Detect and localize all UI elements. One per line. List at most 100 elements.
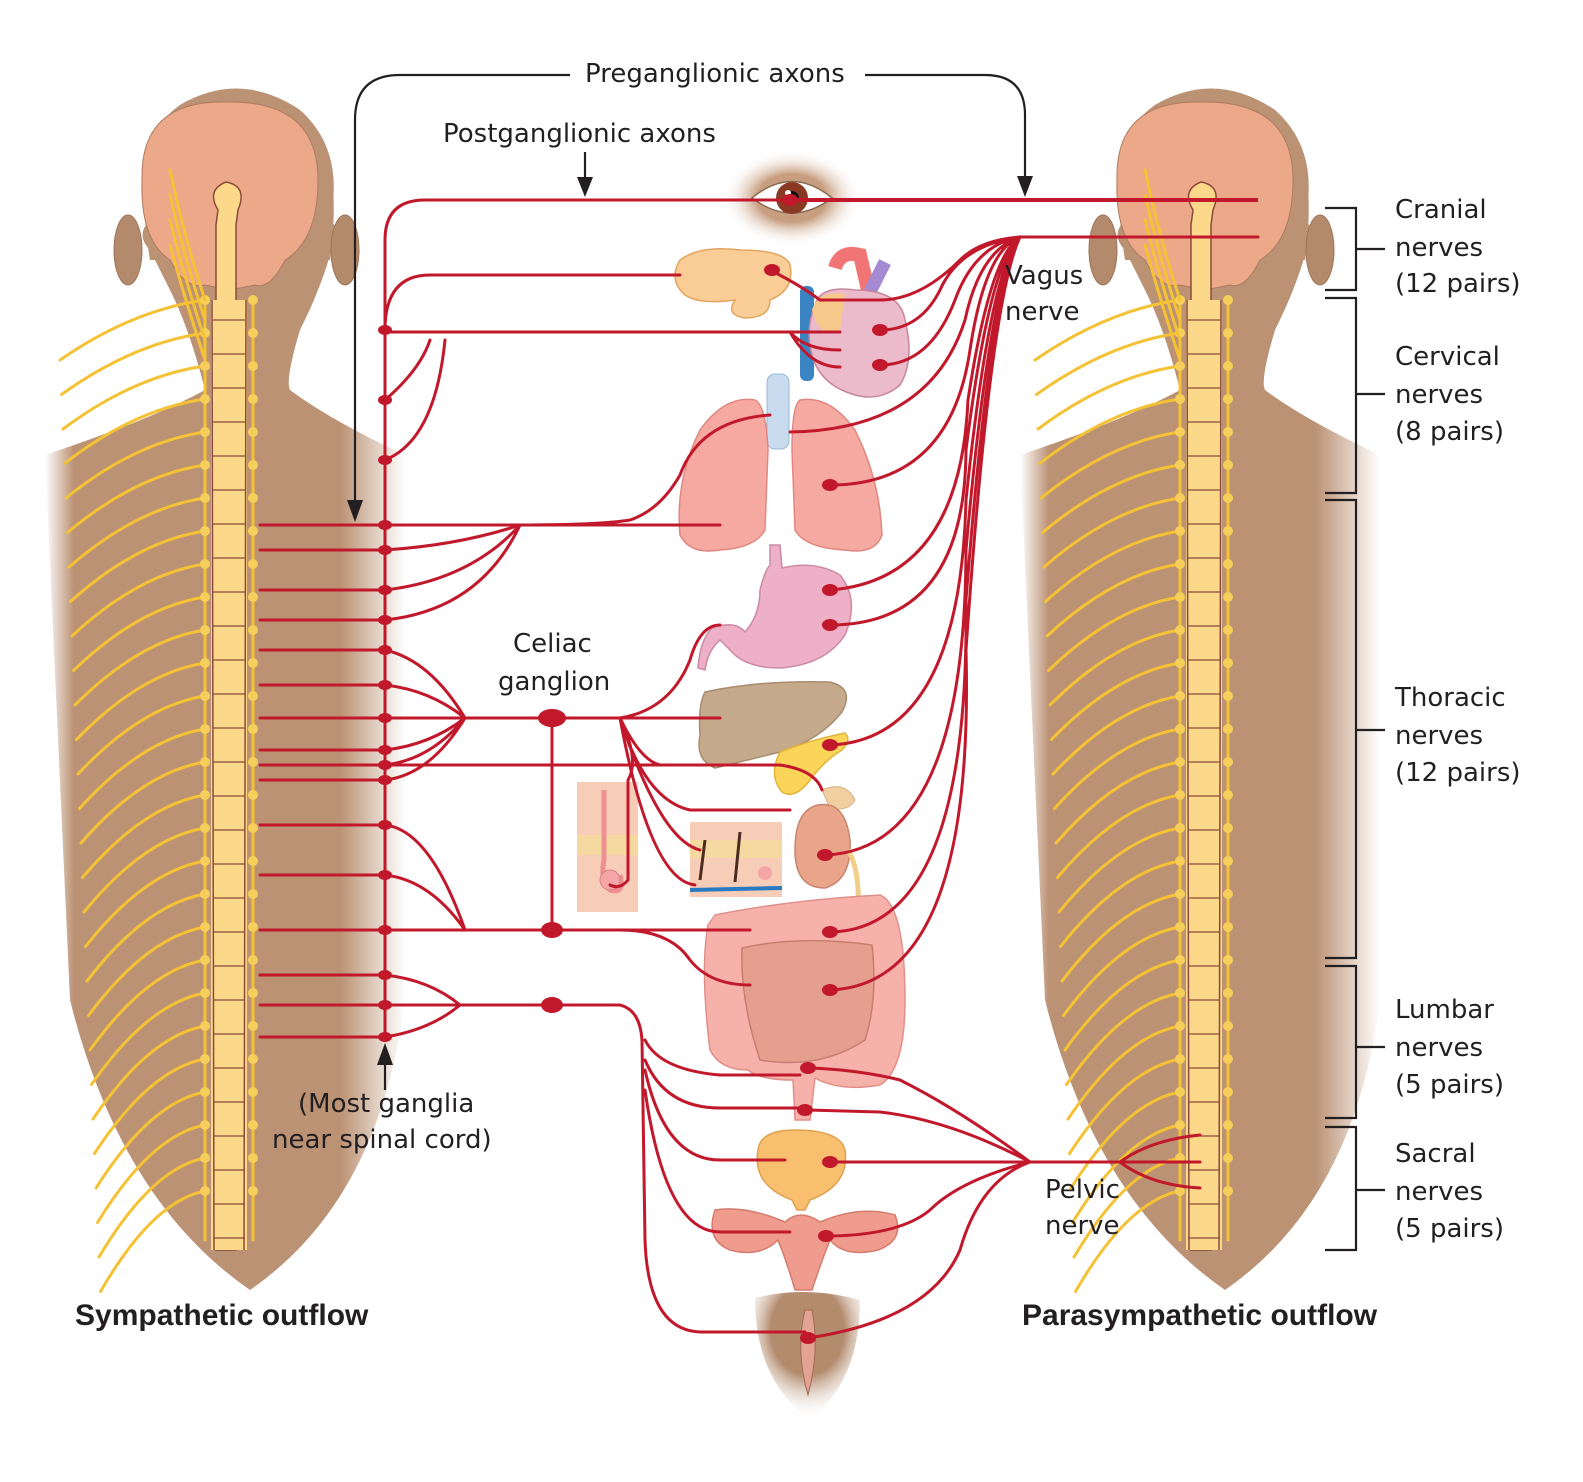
spinal-nerve xyxy=(79,760,207,845)
postganglionic-to-eye xyxy=(383,198,792,402)
dorsal-root-ganglion xyxy=(1175,493,1185,503)
region-pairs: (5 pairs) xyxy=(1395,1070,1504,1100)
terminal-ganglion xyxy=(872,359,888,371)
spinal-cord-outline xyxy=(211,299,247,1251)
dorsal-root-ganglion xyxy=(248,856,258,866)
region-name: Cranial xyxy=(1395,195,1487,225)
dorsal-root-ganglion xyxy=(200,559,210,569)
bracket-cervical xyxy=(1325,296,1385,495)
spinal-nerve xyxy=(99,1189,207,1293)
dorsal-root-ganglion xyxy=(248,526,258,536)
dorsal-root-ganglion xyxy=(1223,625,1233,635)
dorsal-root-ganglion xyxy=(1175,1120,1185,1130)
terminal-ganglion xyxy=(797,1104,813,1116)
chain-ganglion xyxy=(378,713,392,723)
dorsal-root-ganglion xyxy=(200,988,210,998)
spinal-nerve xyxy=(1035,331,1182,396)
dorsal-root-ganglion xyxy=(200,658,210,668)
spinal-nerve xyxy=(1066,1024,1182,1121)
spinal-nerve xyxy=(1044,529,1182,603)
skin-hair xyxy=(689,822,783,897)
dorsal-root-ganglion xyxy=(248,460,258,470)
dorsal-root-ganglion xyxy=(200,361,210,371)
postganglionic-to-heart xyxy=(383,330,842,369)
nerve-roots xyxy=(1178,298,1230,1242)
chain-ganglion xyxy=(378,925,392,935)
dorsal-root-ganglion xyxy=(1223,658,1233,668)
terminal-ganglion xyxy=(764,264,780,276)
dorsal-root-ganglion xyxy=(248,1153,258,1163)
dorsal-root-ganglion xyxy=(1175,1087,1185,1097)
occipital-nerve xyxy=(168,168,207,302)
dorsal-root-ganglion xyxy=(1223,1054,1233,1064)
right-ear xyxy=(330,214,360,286)
dorsal-root-ganglion xyxy=(248,295,258,305)
chain-to-adrenal xyxy=(383,763,824,792)
dorsal-root-ganglion xyxy=(248,1087,258,1097)
vagus-label-line2: nerve xyxy=(1005,297,1080,327)
spinal-nerve xyxy=(73,628,207,707)
spinal-nerve xyxy=(1047,595,1182,672)
nerve-pathways xyxy=(258,194,1260,1344)
dorsal-root-ganglion xyxy=(200,427,210,437)
dorsal-root-ganglion xyxy=(248,1054,258,1064)
occipital-nerve xyxy=(168,243,207,362)
spinal-nerve xyxy=(1038,397,1182,465)
chain-ganglion xyxy=(378,325,392,335)
spinal-nerve xyxy=(75,661,207,741)
dorsal-root-ganglion xyxy=(200,856,210,866)
spinal-nerve xyxy=(61,364,207,431)
spinal-nerve xyxy=(72,595,207,672)
sympathetic-preganglionic-axons xyxy=(258,523,387,1039)
dorsal-root-ganglion xyxy=(1175,460,1185,470)
ganglia-label-line2: near spinal cord) xyxy=(272,1125,492,1155)
spinal-nerve xyxy=(1063,958,1182,1052)
dorsal-root-ganglion xyxy=(1175,988,1185,998)
terminal-ganglion xyxy=(822,984,838,996)
vertebra-lines xyxy=(1188,319,1220,1239)
region-pairs: (8 pairs) xyxy=(1395,417,1504,447)
left-ear xyxy=(113,214,143,286)
spinal-nerve xyxy=(1059,859,1182,948)
spinal-nerve xyxy=(94,1090,207,1190)
dorsal-root-ganglion xyxy=(200,1153,210,1163)
spinal-region-brackets xyxy=(1325,206,1385,1252)
region-pairs: (5 pairs) xyxy=(1395,1214,1504,1244)
dorsal-root-ganglion xyxy=(1223,823,1233,833)
dorsal-root-ganglion xyxy=(200,1186,210,1196)
chain-ganglion xyxy=(378,745,392,755)
dorsal-root-ganglion xyxy=(1223,361,1233,371)
uterus-ovaries xyxy=(711,1208,899,1291)
spinal-nerve xyxy=(1045,562,1182,638)
region-label-lumbar: Lumbar nerves (5 pairs) xyxy=(1395,995,1504,1100)
spinal-nerve xyxy=(1056,793,1182,879)
region-label-sacral: Sacral nerves (5 pairs) xyxy=(1395,1139,1504,1244)
stomach xyxy=(697,544,853,671)
dorsal-root-ganglion xyxy=(200,889,210,899)
region-line2: nerves xyxy=(1395,233,1483,263)
sympathetic-outflow-title: Sympathetic outflow xyxy=(75,1299,369,1332)
dorsal-root-ganglion xyxy=(1175,691,1185,701)
spinal-nerve xyxy=(1057,826,1182,914)
dorsal-root-ganglion xyxy=(248,757,258,767)
terminal-ganglion xyxy=(782,194,798,206)
dorsal-root-ganglion xyxy=(1223,1186,1233,1196)
parasympathetic-figure xyxy=(1020,88,1380,1293)
terminal-ganglion xyxy=(872,324,888,336)
arrowhead-postganglionic xyxy=(577,177,593,197)
dorsal-root-ganglion xyxy=(200,1021,210,1031)
region-label-thoracic: Thoracic nerves (12 pairs) xyxy=(1394,683,1521,788)
spinal-cord xyxy=(211,300,247,1250)
postganglionic-curves-upper xyxy=(383,338,772,622)
dorsal-root-ganglion xyxy=(200,625,210,635)
spinal-nerve xyxy=(88,958,207,1052)
dorsal-root-ganglion xyxy=(248,955,258,965)
postganglionic-label: Postganglionic axons xyxy=(443,119,716,149)
dorsal-root-ganglion xyxy=(1223,988,1233,998)
ganglia-label-line1: (Most ganglia xyxy=(298,1089,474,1119)
dorsal-root-ganglion xyxy=(200,526,210,536)
inferior-mesenteric-ganglion-node xyxy=(541,997,563,1013)
terminal-ganglion xyxy=(822,619,838,631)
dorsal-root-ganglion xyxy=(1175,757,1185,767)
dorsal-root-ganglion xyxy=(1223,889,1233,899)
